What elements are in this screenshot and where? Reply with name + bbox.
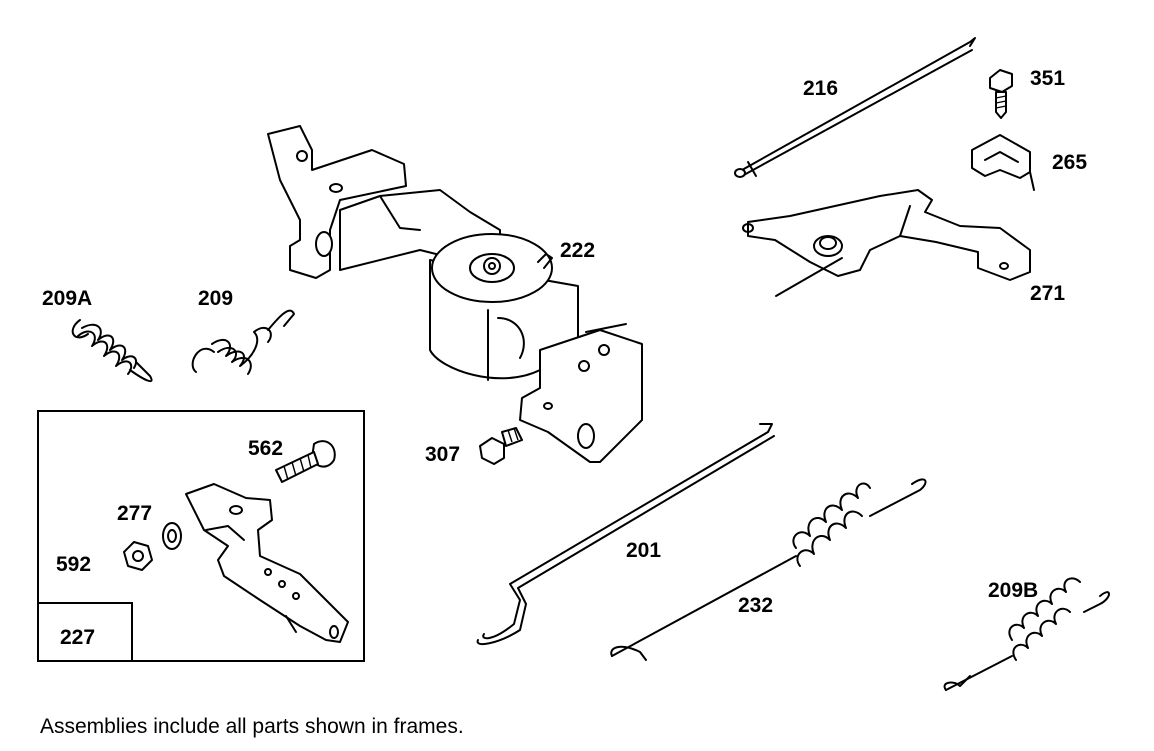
part-209b-spring: [943, 577, 1110, 691]
part-main-bracket-assembly: [267, 125, 643, 463]
part-271-bracket: [742, 189, 1031, 297]
part-201-rod: [476, 423, 775, 646]
part-562-screw: [275, 440, 336, 483]
label-307: 307: [425, 443, 461, 466]
part-227-lever: [185, 483, 349, 643]
part-216-rod: [734, 37, 976, 178]
label-222: 222: [560, 239, 596, 262]
label-351: 351: [1030, 67, 1066, 90]
part-307-bolt: [479, 427, 523, 465]
label-201: 201: [626, 539, 662, 562]
part-209-spring: [191, 309, 295, 375]
label-209: 209: [198, 287, 234, 310]
frame-227: [37, 410, 365, 662]
part-232-spring: [610, 478, 927, 661]
footnote: Assemblies include all parts shown in fr…: [40, 715, 464, 738]
part-265-clip: [971, 134, 1035, 191]
part-351-bolt: [989, 69, 1013, 119]
label-562: 562: [248, 437, 284, 460]
label-232: 232: [738, 594, 774, 617]
label-209b: 209B: [988, 579, 1039, 602]
label-209a: 209A: [42, 287, 93, 310]
label-271: 271: [1030, 282, 1066, 305]
label-277: 277: [117, 502, 153, 525]
label-227: 227: [60, 626, 96, 649]
part-222-pin: [537, 253, 553, 269]
label-592: 592: [56, 553, 92, 576]
label-265: 265: [1052, 151, 1088, 174]
label-216: 216: [803, 77, 839, 100]
part-209a-spring: [71, 319, 153, 383]
part-592-nut: [123, 541, 153, 571]
part-277-washer: [162, 522, 182, 550]
